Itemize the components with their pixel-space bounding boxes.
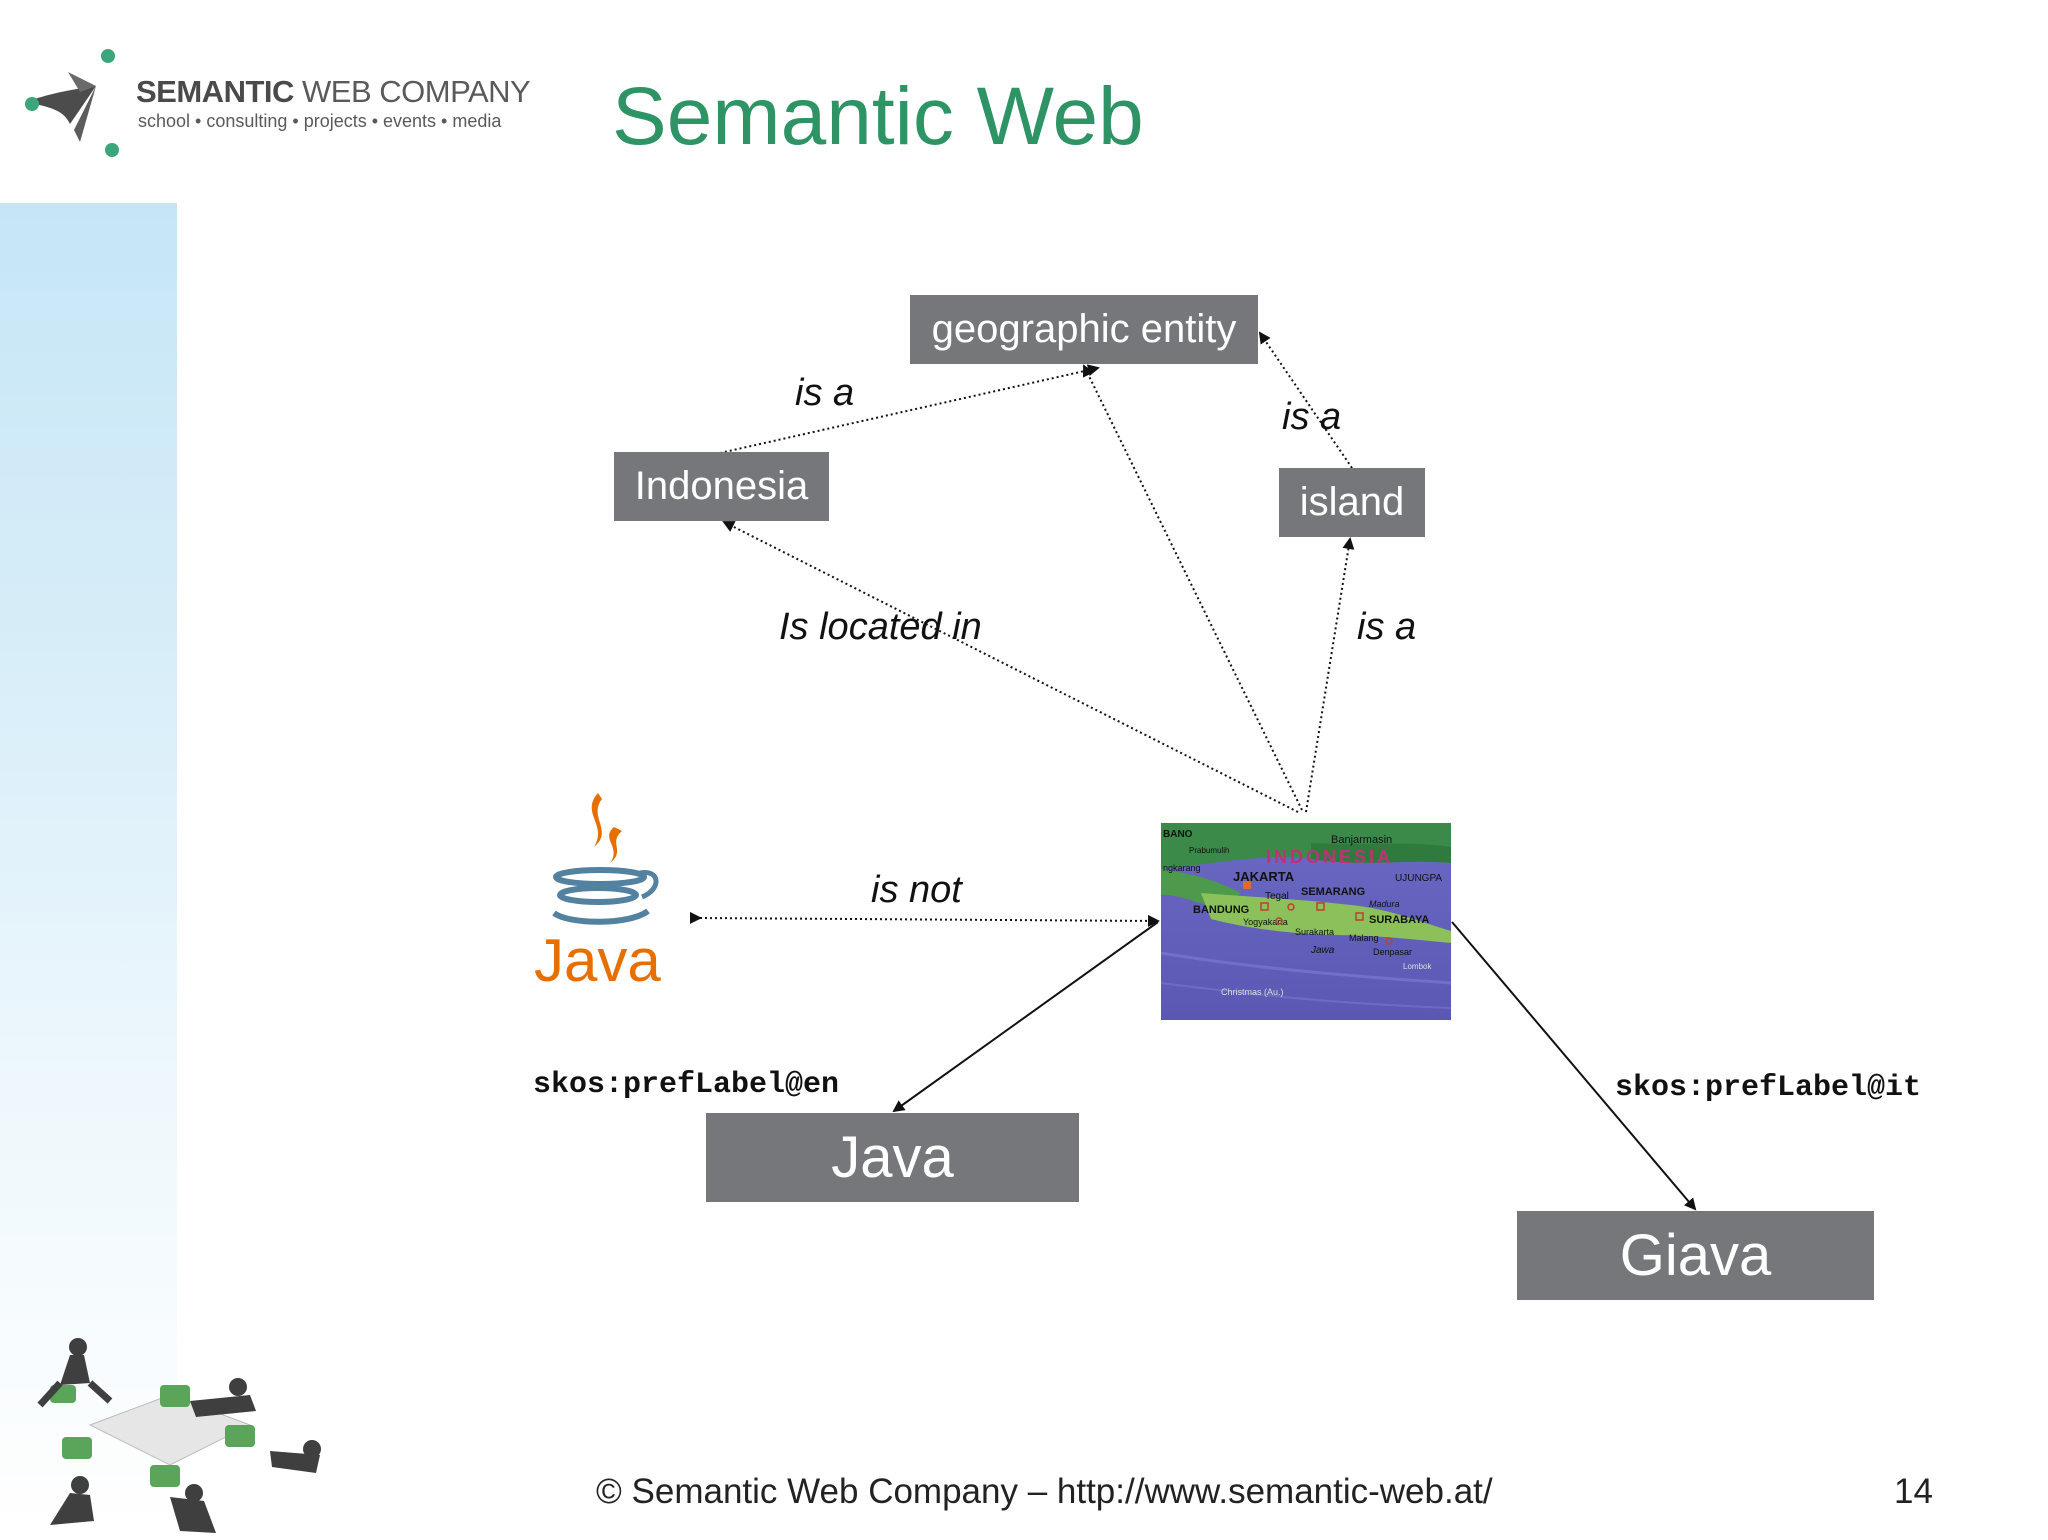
map-label-prabumulih: Prabumulih [1189, 846, 1229, 855]
map-label-ujungpa: UJUNGPA [1395, 873, 1442, 884]
edge-is-not [689, 911, 1160, 927]
map-label-bandung: BANDUNG [1193, 904, 1249, 916]
slide-title: Semantic Web [612, 71, 1144, 162]
java-logo-wordmark: Java [534, 927, 661, 994]
map-label-bano: BANO [1163, 829, 1193, 840]
slide-footer: © Semantic Web Company – http://www.sema… [596, 1472, 1493, 1511]
logo-brand-rest: WEB COMPANY [302, 74, 531, 109]
map-label-tegal: Tegal [1265, 891, 1289, 902]
java-logo: Java [530, 785, 680, 1000]
edge-map-indonesia [722, 521, 1299, 813]
map-label-jakarta: JAKARTA [1233, 869, 1295, 884]
node-geographic-entity-label: geographic entity [931, 307, 1237, 351]
map-label-yogyakarta: Yogyakarta [1243, 917, 1288, 927]
node-geographic-entity: geographic entity [910, 295, 1258, 364]
label-indonesia-is-a: is a [795, 372, 855, 414]
node-island: island [1279, 468, 1425, 537]
node-java: Java [706, 1113, 1079, 1202]
map-label-semarang: SEMARANG [1301, 886, 1365, 898]
edge-pref-it [1451, 921, 1697, 1211]
company-logo: SEMANTIC WEB COMPANY school • consulting… [18, 42, 531, 162]
map-label-malang: Malang [1349, 933, 1379, 943]
map-label-indonesia: INDONESIA [1266, 847, 1393, 867]
map-label-lombok: Lombok [1403, 962, 1432, 971]
logo-wordmark: SEMANTIC WEB COMPANY [136, 74, 531, 110]
sidebar-gradient [0, 203, 177, 1536]
label-preflabel-en: skos:prefLabel@en [533, 1068, 840, 1102]
node-giava-label: Giava [1619, 1223, 1772, 1288]
edge-map-island [1305, 537, 1355, 813]
skydivers-puzzle-illustration [20, 1325, 350, 1535]
map-label-surakarta: Surakarta [1295, 927, 1334, 937]
label-preflabel-it: skos:prefLabel@it [1615, 1071, 1922, 1105]
logo-tagline: school • consulting • projects • events … [138, 111, 502, 131]
edge-map-geographic [1083, 364, 1303, 811]
map-label-ngkarang: ngkarang [1163, 863, 1201, 873]
map-graphic: INDONESIA JAKARTA SEMARANG Tegal BANDUNG… [1160, 823, 1452, 1020]
edge-indonesia-geographic [719, 364, 1100, 454]
label-is-not: is not [871, 869, 962, 911]
logo-mark-icon [25, 49, 119, 157]
node-giava: Giava [1517, 1211, 1874, 1300]
logo-brand-bold: SEMANTIC [136, 74, 294, 109]
edge-pref-en [892, 921, 1159, 1113]
node-indonesia-label: Indonesia [634, 464, 809, 508]
node-island-label: island [1299, 480, 1405, 524]
map-label-banjarmasin: Banjarmasin [1331, 834, 1392, 846]
node-indonesia: Indonesia [614, 452, 829, 521]
map-label-surabaya: SURABAYA [1369, 914, 1429, 926]
map-label-jawa: Jawa [1310, 945, 1335, 956]
map-label-denpasar: Denpasar [1373, 947, 1412, 957]
map-label-madura: Madura [1369, 899, 1400, 909]
label-island-is-a: is a [1282, 396, 1342, 438]
label-map-is-a: is a [1357, 606, 1417, 648]
edge-island-geographic [1258, 331, 1353, 469]
map-label-christmas: Christmas (Au.) [1221, 987, 1284, 997]
skydivers-icon [37, 1338, 321, 1533]
label-located-in: Is located in [779, 606, 982, 648]
java-island-map-image: INDONESIA JAKARTA SEMARANG Tegal BANDUNG… [1160, 823, 1452, 1020]
java-logo-icon: Java [534, 793, 661, 994]
page-number: 14 [1894, 1472, 1933, 1511]
node-java-label: Java [831, 1125, 954, 1190]
